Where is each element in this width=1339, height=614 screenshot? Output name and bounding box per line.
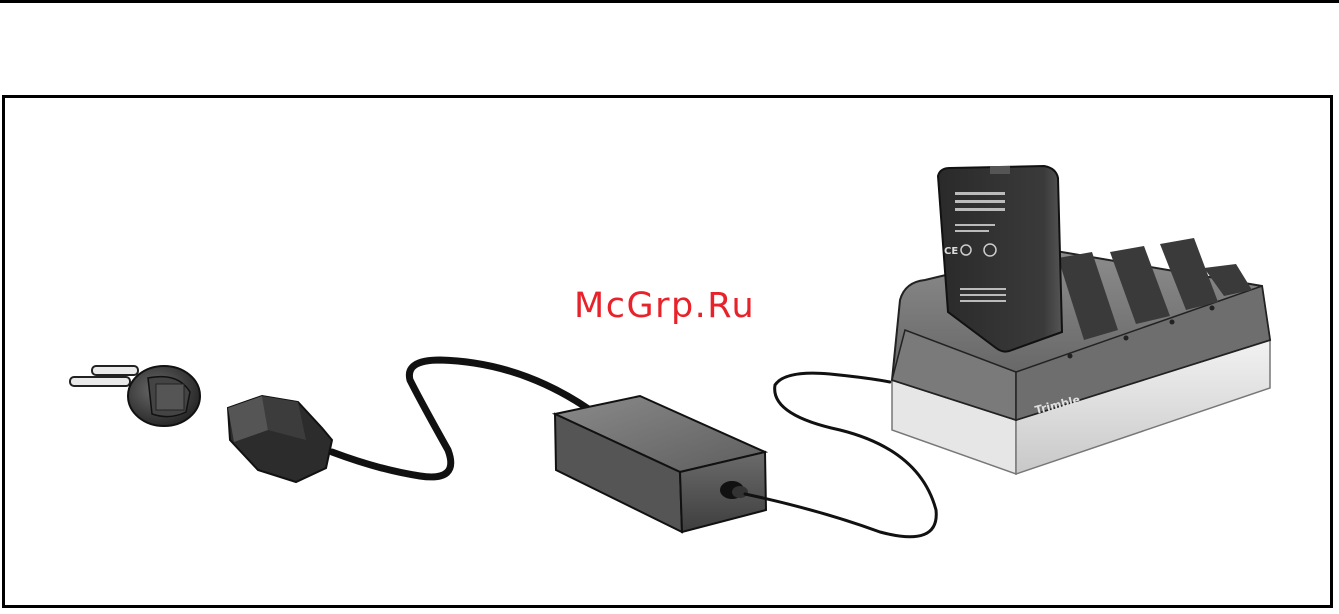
svg-text:CE: CE bbox=[944, 246, 958, 257]
cord-connector-icon bbox=[228, 396, 332, 482]
mains-plug-icon bbox=[70, 366, 200, 426]
watermark-text: McGrp.Ru bbox=[574, 286, 755, 326]
power-supply-icon bbox=[555, 396, 766, 532]
cable-mains bbox=[332, 360, 590, 477]
